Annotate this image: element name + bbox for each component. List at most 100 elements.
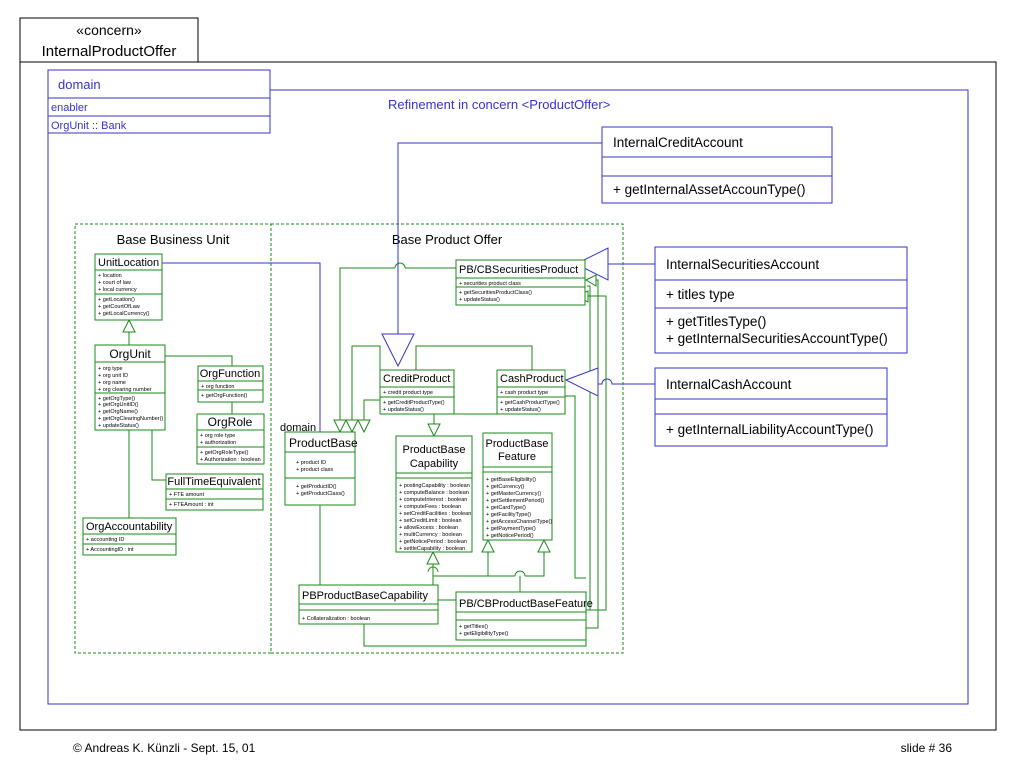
pb-capability-op: + multiCurrency : boolean	[399, 532, 462, 538]
class-pb-product-base-capability[interactable]: PBProductBaseCapability + Collateralizat…	[298, 584, 439, 625]
org-role-attr: + authorization	[200, 440, 236, 446]
pb-capability-op: + computeInterest : boolean	[399, 497, 467, 503]
pb-cb-feature-op: + getEligibilityType()	[459, 631, 509, 637]
pb-feature-op: + getAccessChannelType()	[486, 519, 552, 525]
org-unit-attr: + org name	[98, 380, 126, 386]
class-product-base-capability[interactable]: ProductBase Capability + postingCapabili…	[395, 435, 473, 553]
class-product-base-feature[interactable]: ProductBase Feature + getBaseEligibility…	[482, 432, 553, 541]
class-pb-cb-product-base-feature[interactable]: PB/CBProductBaseFeature + getTitles() + …	[455, 591, 593, 641]
pb-capability-op: + computeFees : boolean	[399, 504, 461, 510]
unit-location-attr: + local currency	[98, 287, 137, 293]
package-business-unit-label: Base Business Unit	[117, 232, 230, 247]
internal-cash-op: + getInternalLiabilityAccountType()	[666, 422, 874, 437]
org-function-name: OrgFunction	[200, 368, 261, 380]
domain-orgunit: OrgUnit :: Bank	[51, 120, 127, 132]
org-role-name: OrgRole	[208, 415, 253, 429]
org-unit-op: + getOrgType()	[98, 396, 135, 402]
org-role-op: + Authorization : boolean	[200, 457, 261, 463]
class-org-unit[interactable]: OrgUnit + org type + org unit ID + org n…	[94, 344, 166, 431]
product-base-attr: + product class	[296, 467, 333, 473]
internal-cash-name: InternalCashAccount	[666, 377, 792, 392]
org-unit-op: + getOrgClearingNumber()	[98, 416, 163, 422]
full-time-op: + FTEAmount : int	[169, 502, 214, 508]
pb-feature-op: + getBaseEligibility()	[486, 477, 536, 483]
pb-capability-op: + computeBalance : boolean	[399, 490, 469, 496]
package-product-offer	[270, 223, 624, 654]
class-internal-credit-account[interactable]: InternalCreditAccount + getInternalAsset…	[601, 126, 833, 204]
cash-product-attr: + cash product type	[500, 390, 548, 396]
refinement-label: Refinement in concern <ProductOffer>	[388, 97, 610, 112]
unit-location-op: + getLocalCurrency()	[98, 311, 150, 317]
concern-title: InternalProductOffer	[42, 43, 177, 60]
full-time-equivalent-name: FullTimeEquivalent	[167, 476, 260, 488]
cash-product-op: + getCashProductType()	[500, 400, 560, 406]
concern-header: «concern» InternalProductOffer	[19, 17, 199, 63]
product-base-op: + getProductID()	[296, 484, 337, 490]
internal-securities-op: + getInternalSecuritiesAccountType()	[666, 331, 888, 346]
pb-cb-securities-op: + getSecuritiesProductClass()	[459, 290, 532, 296]
pb-feature-name-2: Feature	[498, 451, 536, 463]
class-credit-product[interactable]: CreditProduct + credit product type + ge…	[379, 369, 455, 415]
domain-enabler: enabler	[51, 102, 88, 114]
cash-product-name: CashProduct	[500, 373, 564, 385]
internal-credit-name: InternalCreditAccount	[613, 135, 743, 150]
class-org-accountability[interactable]: OrgAccountability + accounting ID + Acco…	[82, 517, 177, 556]
pb-capability-name-2: Capability	[410, 458, 459, 470]
org-accountability-attr: + accounting ID	[86, 537, 124, 543]
unit-location-attr: + location	[98, 273, 122, 279]
class-internal-securities-account[interactable]: InternalSecuritiesAccount + titles type …	[654, 246, 908, 354]
class-cash-product[interactable]: CashProduct + cash product type + getCas…	[496, 369, 566, 415]
domain-box: domain enabler OrgUnit :: Bank	[47, 69, 271, 134]
org-unit-attr: + org clearing number	[98, 387, 152, 393]
footer-slide-number: slide # 36	[901, 741, 953, 755]
pb-cb-securities-attr: + securities product class	[459, 281, 521, 287]
pb-feature-op: + getFacilityType()	[486, 512, 531, 518]
footer-author: © Andreas K. Künzli - Sept. 15, 01	[73, 741, 256, 755]
class-full-time-equivalent[interactable]: FullTimeEquivalent + FTE amount + FTEAmo…	[165, 473, 264, 511]
unit-location-op: + getLocation()	[98, 297, 135, 303]
pb-capability-op: + getNoticePeriod : boolean	[399, 539, 467, 545]
org-unit-name: OrgUnit	[109, 347, 151, 361]
class-org-role[interactable]: OrgRole + org role type + authorization …	[196, 413, 265, 465]
org-accountability-name: OrgAccountability	[86, 521, 173, 533]
pb-capability-op: + settleCapability : boolean	[399, 546, 465, 552]
pb-feature-op: + getCardType()	[486, 505, 526, 511]
org-function-attr: + org function	[201, 384, 234, 390]
pb-capability-op: + allowExcess : boolean	[399, 525, 458, 531]
class-pb-cb-securities-product[interactable]: PB/CBSecuritiesProduct + securities prod…	[455, 259, 586, 306]
pb-capability-op: + postingCapability : boolean	[399, 483, 470, 489]
domain-label-small: domain	[280, 422, 316, 434]
org-unit-attr: + org type	[98, 366, 123, 372]
product-base-op: + getProductClass()	[296, 491, 345, 497]
pb-product-base-capability-op: + Collateralization : boolean	[302, 616, 370, 622]
org-role-op: + getOrgRoleType()	[200, 450, 249, 456]
class-product-base[interactable]: ProductBase + product ID + product class…	[284, 431, 358, 506]
internal-securities-op: + getTitlesType()	[666, 314, 766, 329]
org-accountability-op: + AccountingID : int	[86, 547, 134, 553]
credit-product-attr: + credit product type	[383, 390, 433, 396]
org-role-attr: + org role type	[200, 433, 235, 439]
class-unit-location[interactable]: UnitLocation + location + court of law +…	[94, 253, 163, 321]
concern-stereotype: «concern»	[76, 22, 142, 38]
pb-cb-securities-name: PB/CBSecuritiesProduct	[459, 264, 578, 276]
unit-location-attr: + court of law	[98, 280, 131, 286]
product-base-name: ProductBase	[289, 436, 358, 450]
class-org-function[interactable]: OrgFunction + org function + getOrgFunct…	[197, 365, 264, 403]
pb-feature-op: + getCurrency()	[486, 484, 525, 490]
internal-securities-name: InternalSecuritiesAccount	[666, 257, 819, 272]
product-base-attr: + product ID	[296, 460, 326, 466]
package-product-offer-label: Base Product Offer	[392, 232, 503, 247]
pb-cb-feature-name: PB/CBProductBaseFeature	[459, 598, 593, 610]
org-function-op: + getOrgFunction()	[201, 393, 247, 399]
credit-product-name: CreditProduct	[383, 373, 450, 385]
pb-feature-op: + getSettlementPeriod()	[486, 498, 544, 504]
class-internal-cash-account[interactable]: InternalCashAccount + getInternalLiabili…	[654, 367, 888, 447]
pb-cb-securities-op: + updateStatus()	[459, 297, 500, 303]
concern-frame	[19, 61, 997, 731]
credit-product-op: + getCreditProductType()	[383, 400, 445, 406]
pb-feature-op: + getNoticePeriod()	[486, 533, 534, 539]
internal-securities-attr: + titles type	[666, 287, 735, 302]
org-unit-attr: + org unit ID	[98, 373, 128, 379]
pb-feature-name: ProductBase	[486, 438, 549, 450]
